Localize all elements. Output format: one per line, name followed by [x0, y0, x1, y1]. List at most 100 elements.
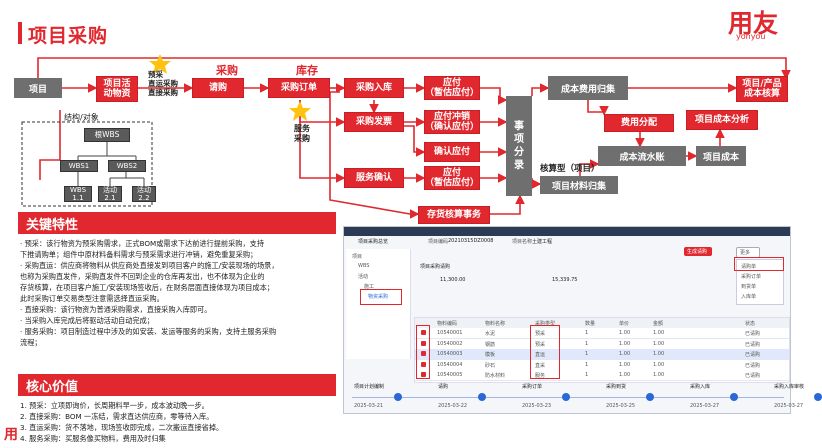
table-cell: 砂石	[485, 362, 496, 369]
wbs-1-1: WBS 1.1	[64, 186, 92, 202]
flow-label-preorder: 预采 直运采购 直接采购	[148, 70, 178, 97]
feature-line: · 预采：该行物资为预采购需求，正式BOM或需求下达前进行提前采购，支持	[20, 239, 265, 248]
timeline-node[interactable]	[646, 393, 654, 401]
tree-node[interactable]: 施工	[364, 284, 375, 290]
value-line: 1. 预采：立项即询价，长周期料早一步，成本波动晚一步。	[20, 401, 209, 410]
amount-1: 11,300.00	[440, 277, 466, 283]
table-cell: 10540004	[437, 361, 463, 368]
tree-node[interactable]: 活动	[358, 274, 369, 280]
timeline-node[interactable]	[730, 393, 738, 401]
tree-node[interactable]: 物资采购	[368, 294, 389, 300]
value-line: 3. 直运采购：货不落地，现场签收即完成，二次搬运直接省掉。	[20, 423, 224, 432]
highlight-checkbox-column	[416, 325, 430, 379]
value-line: 4. 服务采购：买服务像买物料，费用及时归集	[20, 434, 166, 443]
table-cell: 1.00	[619, 330, 631, 336]
table-cell: 已请购	[745, 331, 761, 337]
row-checkbox[interactable]	[421, 340, 426, 346]
activity-2-1: 活动 2.1	[98, 186, 122, 202]
timeline-node[interactable]	[814, 393, 822, 401]
feature-line: 存货核算，在项目客户施工/安装现场签收后，在财务层面直接体现为项目成本；	[20, 283, 274, 292]
table-cell: 1.00	[619, 340, 631, 347]
row-checkbox[interactable]	[421, 361, 426, 367]
menu-item[interactable]: 入库单	[741, 294, 757, 300]
timeline-label: 请购	[438, 384, 449, 390]
row-checkbox[interactable]	[421, 330, 426, 335]
table-cell: 预采	[535, 341, 546, 348]
tree-node[interactable]: 项目	[352, 254, 363, 260]
table-cell: 1.00	[653, 361, 665, 368]
table-cell: 直运	[535, 352, 546, 358]
table-cell: 1.00	[653, 340, 665, 347]
features-text: · 预采：该行物资为预采购需求，正式BOM或需求下达前进行提前采购，支持 下推请…	[20, 238, 338, 348]
flow-label-service: 服务 采购	[294, 124, 310, 143]
flow-service-confirm: 服务确认	[344, 168, 404, 188]
table-cell: 1	[585, 340, 589, 347]
section-title: 项目采购请购	[420, 264, 451, 270]
flow-label-costtype: 核算型（项目）	[540, 164, 600, 174]
activity-2-2: 活动 2.2	[132, 186, 156, 202]
table-cell: 预采	[535, 331, 546, 337]
flow-label-purchase: 采购	[216, 64, 238, 77]
menu-item[interactable]: 采购订单	[741, 274, 762, 280]
menu-item[interactable]: 请购单	[741, 264, 757, 270]
flow-project: 项目	[14, 78, 62, 98]
wbs-root: 根WBS	[84, 128, 130, 142]
timeline-date: 2025-03-25	[606, 403, 636, 409]
timeline-label: 采购到货	[606, 384, 627, 390]
flow-cost-ledger: 成本流水账	[598, 146, 686, 166]
timeline-date: 2025-03-27	[690, 403, 720, 409]
table-cell: 1	[585, 330, 589, 336]
flow-ap-estimate-1: 应付 （暂估应付）	[424, 76, 480, 100]
row-checkbox[interactable]	[421, 351, 426, 356]
feature-line: 此时采购订单交易类型注意需选择直运采购。	[20, 294, 164, 303]
timeline-node[interactable]	[562, 393, 570, 401]
table-cell: 1.00	[619, 372, 631, 378]
table-cell: 1.00	[653, 372, 665, 378]
flow-label-stock: 库存	[296, 64, 318, 77]
table-cell: 1	[585, 361, 589, 368]
project-code-label: 项目编码	[428, 239, 449, 245]
flow-purchase-invoice: 采购发票	[344, 112, 404, 132]
value-header: 核心价值	[18, 374, 336, 396]
tree-node[interactable]: WBS	[358, 263, 370, 269]
flow-project-product-cost: 项目/产品 成本核算	[736, 76, 788, 102]
flow-purchase-order: 采购订单	[268, 78, 330, 98]
table-cell: 已请购	[745, 341, 761, 348]
row-checkbox[interactable]	[421, 372, 426, 377]
generate-requisition-button[interactable]: 生成请购	[684, 247, 712, 256]
table-cell: 1	[585, 372, 589, 378]
table-cell: 直采	[535, 362, 546, 369]
features-header: 关键特性	[18, 212, 336, 234]
feature-line: · 当采购入库完成后将驱动活动自动完成；	[20, 316, 154, 325]
highlight-menu	[734, 257, 784, 271]
table-cell: 防水材料	[485, 373, 506, 379]
timeline-label: 采购订单	[522, 384, 543, 390]
flow-ap-offset: 应付冲销 （确认应付）	[424, 110, 480, 134]
flow-project-cost-analysis: 项目成本分析	[686, 110, 758, 130]
table-cell: 已请购	[745, 373, 761, 379]
timeline-node[interactable]	[478, 393, 486, 401]
value-line: 2. 直接采购：BOM 一冻结，需求直达供应商，零等待入库。	[20, 412, 214, 421]
table-cell: 水泥	[485, 331, 496, 337]
menu-item[interactable]: 到货单	[741, 284, 757, 290]
value-text: 1. 预采：立项即询价，长周期料早一步，成本波动晚一步。 2. 直接采购：BOM …	[20, 400, 338, 444]
star-marker	[289, 101, 311, 121]
table-cell: 10540001	[437, 330, 463, 336]
flow-ap-estimate-2: 应付 （暂估应付）	[424, 166, 480, 190]
timeline-label: 采购入库审核	[774, 384, 805, 390]
timeline-date: 2025-03-27	[774, 403, 804, 409]
amount-2: 15,339.75	[552, 277, 578, 283]
timeline-label: 采购入库	[690, 384, 711, 390]
star-marker	[149, 54, 171, 74]
highlight-type-column	[530, 325, 560, 379]
app-tab[interactable]: 项目采购总览	[358, 239, 389, 245]
table-cell: 1.00	[619, 351, 631, 357]
timeline-node[interactable]	[394, 393, 402, 401]
more-dropdown-menu: 请购单 采购订单 到货单 入库单	[736, 259, 784, 305]
